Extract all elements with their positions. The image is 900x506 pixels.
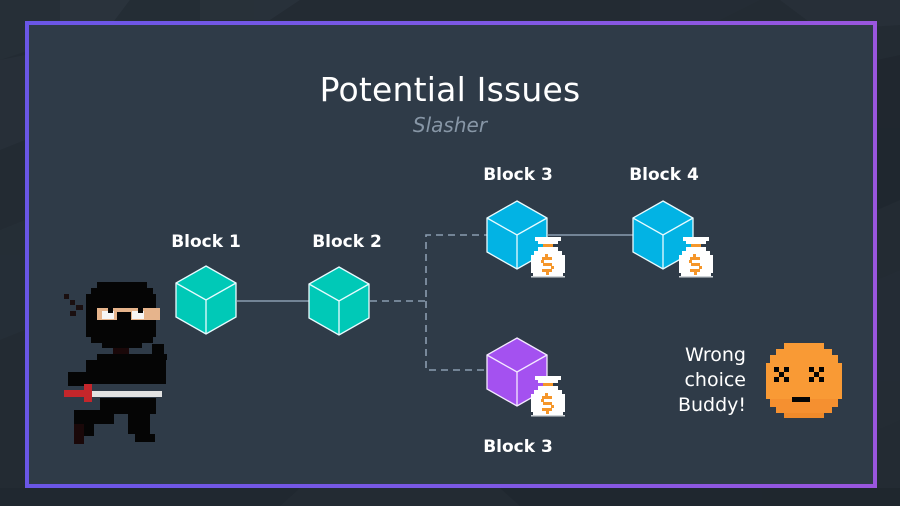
connector-block2-block3a [370, 234, 487, 302]
block-2-label: Block 2 [312, 232, 382, 252]
block-3a-cube [486, 200, 548, 270]
connector-block2-block3b [425, 301, 487, 371]
block-3b-label: Block 3 [483, 437, 553, 457]
block-2-cube [308, 266, 370, 336]
block-4-cube [632, 200, 694, 270]
block-3b-cube [486, 337, 548, 407]
wrong-choice-callout: Wrong choice Buddy! [670, 343, 746, 418]
block-1-label: Block 1 [171, 232, 241, 252]
callout-line-1: Wrong [684, 344, 746, 366]
slide-subtitle: Slasher [412, 113, 488, 137]
slide-title: Potential Issues [319, 70, 581, 109]
block-1-cube [175, 265, 237, 335]
slide-frame [25, 21, 877, 488]
callout-line-2: choice [684, 369, 746, 391]
block-3a-label: Block 3 [483, 165, 553, 185]
callout-line-3: Buddy! [677, 394, 746, 416]
slide-canvas [29, 25, 873, 484]
block-4-label: Block 4 [629, 165, 699, 185]
